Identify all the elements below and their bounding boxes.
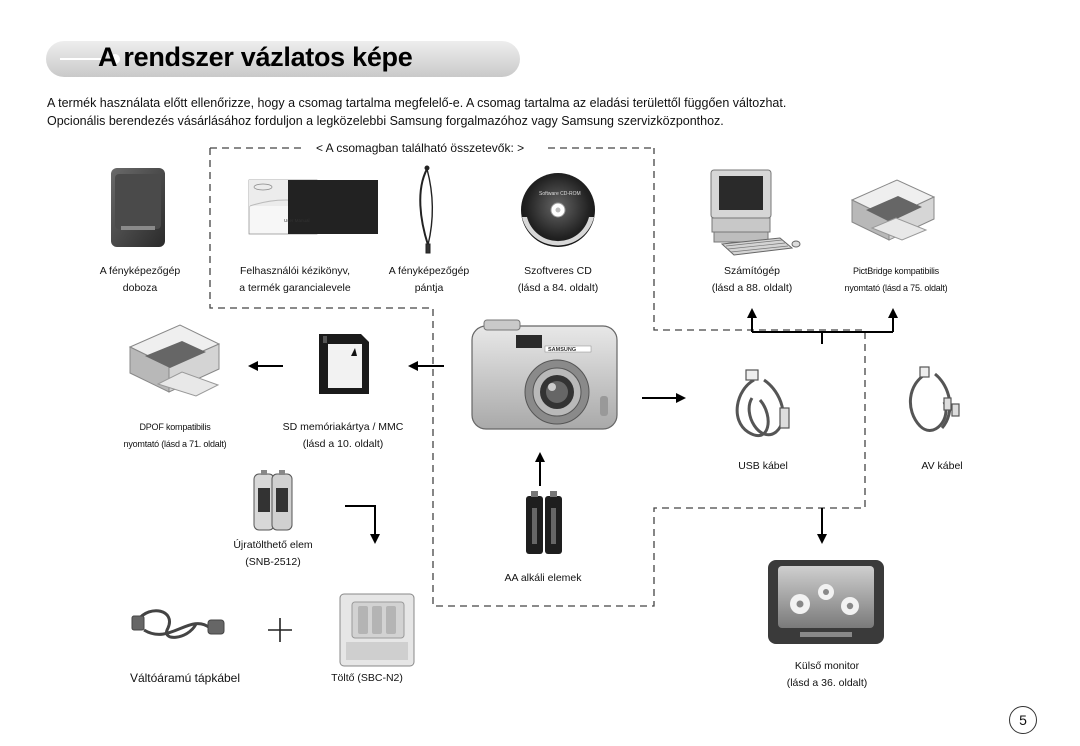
rechargeable-battery-image [253,470,293,531]
caption-line: Szoftveres CD [524,265,592,277]
user-manual-image: User Manual [248,179,378,235]
software-cd-caption: Szoftveres CD (lásd a 84. oldalt) [506,263,610,297]
intro-line-2: Opcionális berendezés vásárlásához fordu… [47,114,724,128]
camera-strap-image [419,165,434,254]
dpof-printer-caption: DPOF kompatibilis nyomtató (lásd a 71. o… [113,419,237,453]
aa-batteries-image [526,491,562,554]
digital-camera-image: SAMSUNG [471,319,618,430]
caption-line: DPOF kompatibilis [139,422,211,432]
camera-brand-text: SAMSUNG [548,347,576,353]
caption-line: Külső monitor [794,660,860,672]
cd-label-text: Software CD-ROM [539,191,581,197]
caption-line: SD memóriakártya / MMC [282,421,404,433]
ac-cable-caption: Váltóáramú tápkábel [110,670,260,687]
av-cable-caption: AV kábel [902,458,982,475]
title-bar [46,41,520,77]
pictbridge-printer-caption: PictBridge kompatibilis nyomtató (lásd a… [834,263,958,297]
dpof-printer-image [128,324,221,397]
caption-line: a termék garancialevele [239,282,351,294]
caption-line: PictBridge kompatibilis [853,266,939,276]
caption-line: pántja [414,282,444,294]
caption-line: nyomtató (lásd a 71. oldalt) [123,439,227,449]
ac-power-cable-image [131,609,225,639]
av-cable-image [908,366,960,432]
caption-line: Felhasználói kézikönyv, [239,265,351,277]
caption-line: (SNB-2512) [245,556,301,568]
usb-cable-image [735,369,790,437]
page-number: 5 [1009,706,1037,734]
caption-line: (lásd a 88. oldalt) [711,282,793,294]
software-cd-image: Software CD-ROM [521,173,595,247]
connection-arrows [248,308,898,544]
aa-batteries-caption: AA alkáli elemek [488,570,598,587]
charger-caption: Töltő (SBC-N2) [314,670,420,687]
camera-case-caption: A fényképezőgép doboza [94,263,186,297]
sd-card-image [319,334,369,394]
pictbridge-printer-image [850,179,936,241]
caption-line: USB kábel [738,460,788,472]
plus-sign-icon [268,618,292,642]
caption-line: A fényképezőgép [99,265,181,277]
external-monitor-image [768,560,884,644]
caption-line: (lásd a 10. oldalt) [302,438,384,450]
caption-line: A fényképezőgép [388,265,470,277]
camera-case-image [111,168,165,247]
computer-caption: Számítógép (lásd a 88. oldalt) [702,263,802,297]
caption-line: Számítógép [723,265,781,277]
manual-caption: Felhasználói kézikönyv, a termék garanci… [232,263,358,297]
package-dashed-frame [209,147,866,607]
package-contents-label: < A csomagban található összetevők: > [312,141,529,155]
rechargeable-battery-caption: Újratölthető elem (SNB-2512) [220,537,326,571]
arrow-battery-charger [345,505,380,544]
page-title: A rendszer vázlatos képe [98,42,413,72]
caption-line: Töltő (SBC-N2) [331,672,403,684]
external-monitor-caption: Külső monitor (lásd a 36. oldalt) [772,658,882,692]
charger-image [339,593,415,667]
computer-image [710,169,801,256]
intro-line-1: A termék használata előtt ellenőrizze, h… [47,96,787,110]
title-bullet-icon [60,54,120,64]
caption-line: nyomtató (lásd a 75. oldalt) [844,283,948,293]
caption-line: AA alkáli elemek [504,572,582,584]
caption-line: Váltóáramú tápkábel [129,671,241,685]
manual-cover-text: User Manual [284,218,310,223]
caption-line: (lásd a 36. oldalt) [786,677,868,689]
caption-line: (lásd a 84. oldalt) [517,282,599,294]
caption-line: Újratölthető elem [233,539,313,551]
caption-line: doboza [122,282,158,294]
usb-cable-caption: USB kábel [718,458,808,475]
caption-line: AV kábel [921,460,963,472]
strap-caption: A fényképezőgép pántja [374,263,484,297]
sd-card-caption: SD memóriakártya / MMC (lásd a 10. oldal… [276,419,410,453]
